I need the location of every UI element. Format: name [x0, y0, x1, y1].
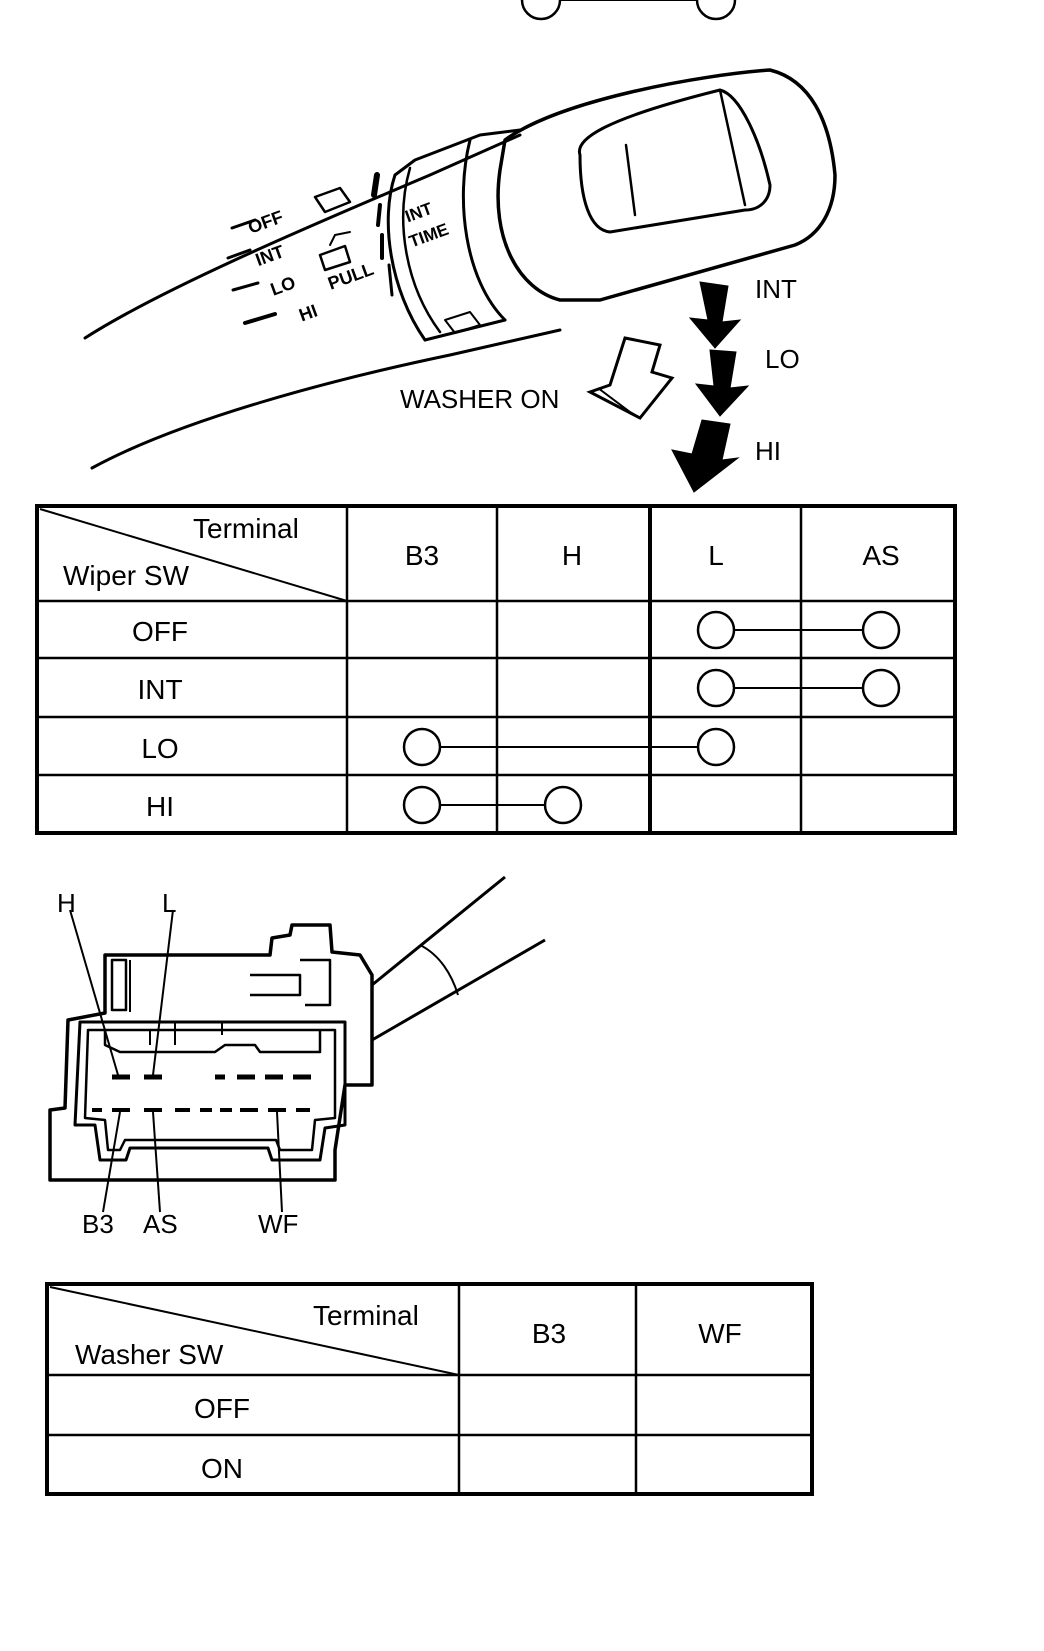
- stalk-label-lo: LO: [268, 272, 298, 299]
- washer-col-wf: WF: [698, 1318, 742, 1349]
- connector-label-as: AS: [143, 1209, 178, 1239]
- wiper-col-as: AS: [862, 540, 899, 571]
- connector-label-h: H: [57, 888, 76, 918]
- washer-row-off: OFF: [194, 1393, 250, 1424]
- wiper-lever-illustration: [83, 68, 837, 470]
- wiper-row-lo: LO: [141, 733, 178, 764]
- arrow-label-int: INT: [755, 274, 797, 304]
- stalk-position-labels: OFF INT LO HI PULL: [245, 207, 376, 326]
- wiper-continuity-circle: [696, 668, 736, 708]
- wiper-continuity-circle: [861, 668, 901, 708]
- connector-label-b3: B3: [82, 1209, 114, 1239]
- wiper-corner-switch: Wiper SW: [63, 560, 190, 591]
- wiper-row-int: INT: [137, 674, 182, 705]
- wiper-continuity-circle: [402, 727, 442, 767]
- wiper-continuity-circle: [402, 785, 442, 825]
- washer-on-label: WASHER ON: [400, 384, 559, 414]
- arrow-label-hi: HI: [755, 436, 781, 466]
- washer-row-on: ON: [201, 1453, 243, 1484]
- wiper-switch-table: [35, 504, 957, 835]
- washer-corner-terminal: Terminal: [313, 1300, 419, 1331]
- stalk-label-int: INT: [253, 241, 287, 270]
- washer-continuity-marks: [520, 0, 737, 21]
- arrow-washer-icon: [586, 336, 675, 420]
- wiper-continuity-marks: [402, 610, 901, 825]
- washer-continuity-circle: [695, 0, 737, 21]
- arrow-int-icon: [688, 281, 742, 349]
- wiper-row-hi: HI: [146, 791, 174, 822]
- washer-col-b3: B3: [532, 1318, 566, 1349]
- wiper-continuity-circle: [861, 610, 901, 650]
- arrow-hi-icon: [671, 419, 740, 493]
- wiper-continuity-circle: [696, 727, 736, 767]
- connector-illustration: [48, 875, 546, 1213]
- wiper-row-off: OFF: [132, 616, 188, 647]
- stalk-label-pull: PULL: [325, 259, 376, 294]
- wiper-col-l: L: [708, 540, 724, 571]
- arrow-lo-icon: [694, 349, 750, 417]
- direction-arrows: [586, 281, 750, 493]
- wiper-col-b3: B3: [405, 540, 439, 571]
- washer-corner-switch: Washer SW: [75, 1339, 224, 1370]
- ring-label-int: INT: [403, 199, 436, 226]
- connector-label-l: L: [162, 888, 176, 918]
- wiper-continuity-circle: [696, 610, 736, 650]
- connector-label-wf: WF: [258, 1209, 298, 1239]
- wiper-corner-terminal: Terminal: [193, 513, 299, 544]
- arrow-label-lo: LO: [765, 344, 800, 374]
- stalk-label-hi: HI: [296, 300, 320, 325]
- wiper-continuity-circle: [543, 785, 583, 825]
- washer-continuity-circle: [520, 0, 562, 21]
- washer-switch-table: [45, 1282, 814, 1496]
- wiper-col-h: H: [562, 540, 582, 571]
- stalk-label-off: OFF: [245, 207, 286, 238]
